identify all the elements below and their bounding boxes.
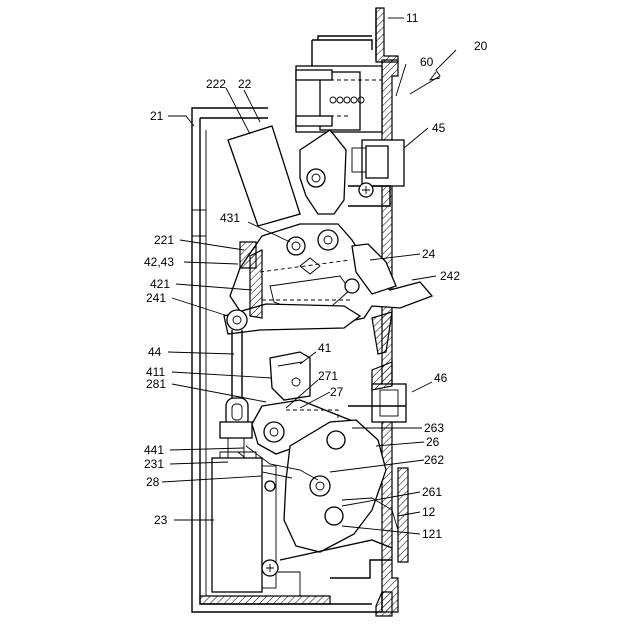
latch-46 <box>348 362 406 422</box>
latch-45 <box>348 140 404 206</box>
label-241: 241 <box>146 291 166 305</box>
label-222: 222 <box>206 77 226 91</box>
label-26: 26 <box>426 435 440 449</box>
label-281: 281 <box>146 377 166 391</box>
cam-26 <box>280 420 398 560</box>
lever-22 <box>228 126 346 226</box>
label-20: 20 <box>474 39 488 53</box>
label-421: 421 <box>150 277 170 291</box>
label-42-43: 42,43 <box>144 255 174 269</box>
label-263: 263 <box>424 421 444 435</box>
label-231: 231 <box>144 457 164 471</box>
label-27: 27 <box>330 385 344 399</box>
label-12: 12 <box>422 505 436 519</box>
label-271: 271 <box>318 369 338 383</box>
label-221: 221 <box>154 233 174 247</box>
label-41: 41 <box>318 341 332 355</box>
label-22: 22 <box>238 77 252 91</box>
label-242: 242 <box>440 269 460 283</box>
label-261: 261 <box>422 485 442 499</box>
label-44: 44 <box>148 345 162 359</box>
label-46: 46 <box>434 371 448 385</box>
label-121: 121 <box>422 527 442 541</box>
label-24: 24 <box>422 247 436 261</box>
label-441: 441 <box>144 443 164 457</box>
label-60: 60 <box>420 55 434 69</box>
label-21: 21 <box>150 109 164 123</box>
label-11: 11 <box>406 11 419 25</box>
label-28: 28 <box>146 475 160 489</box>
label-23: 23 <box>154 513 168 527</box>
cylinder-assembly <box>296 36 382 132</box>
label-45: 45 <box>432 121 446 135</box>
label-431: 431 <box>220 211 240 225</box>
label-262: 262 <box>424 453 444 467</box>
